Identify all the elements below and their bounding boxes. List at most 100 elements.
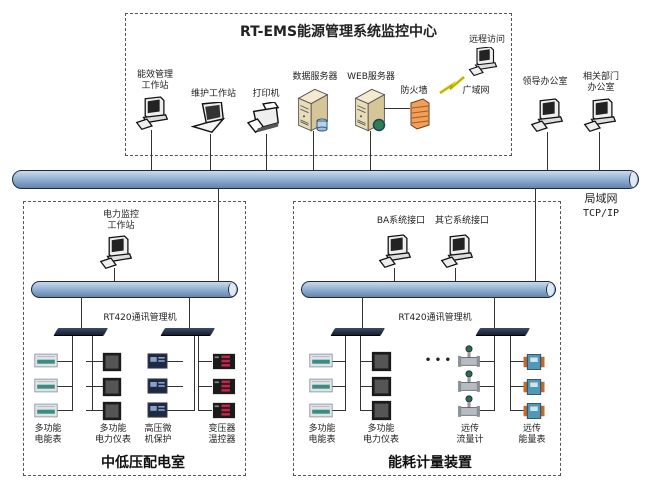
power-instrument-icon [102,377,122,397]
label-transformer-temp-controller: 变压器 温控器 [208,424,236,445]
comm-manager-switch-icon[interactable] [160,328,216,335]
trunk-line [510,336,512,411]
trunk-line [194,336,196,411]
comm-manager-switch-icon[interactable] [53,328,109,335]
label-wan: 广域网 [462,86,490,96]
database-server-icon[interactable] [295,87,331,133]
branch-line [86,410,103,412]
transformer-temp-controller-icon [211,402,237,419]
label-sub-energy-meter: 多功能 电能表 [34,424,62,445]
branch-line [330,361,346,363]
substation-zone [23,201,246,476]
heat-meter-icon [523,378,545,396]
link-ba-interface [394,268,396,282]
flow-meter-icon [458,345,480,370]
label-ba-interface: BA系统接口 [376,216,426,226]
branch-line [167,361,183,363]
link-printer [266,134,268,172]
label-printer: 打印机 [252,89,280,99]
leadership-office-computer-icon[interactable] [530,98,564,134]
more-devices-ellipsis: • • • [424,355,452,366]
label-remote-access: 远程访问 [468,35,505,45]
branch-line [478,361,495,363]
remote-computer-icon[interactable] [468,47,498,77]
web-firewall-link [384,108,410,110]
metering-bus [301,281,556,298]
laptop-icon[interactable] [191,102,229,136]
branch-line [198,386,212,388]
branch-line [510,386,524,388]
ba-interface-computer-icon[interactable] [378,234,412,270]
branch-line [360,361,372,363]
label-meter-energy-meter: 多功能 电能表 [308,424,336,445]
label-heat-meter: 远传 能量表 [518,424,546,445]
power-monitoring-computer-icon[interactable] [99,235,133,271]
link-leadership-office [547,132,549,172]
link-sub-switch-2 [189,297,191,328]
branch-line [360,386,372,388]
link-other-interface [455,268,457,282]
lan-label: 局域网 [584,192,618,205]
link-data-server [313,131,315,172]
link-meter-switch-1 [362,297,364,328]
power-instrument-icon [102,352,122,372]
branch-line [167,410,195,412]
branch-line [57,386,73,388]
flow-meter-icon [458,395,480,420]
comm-manager-switch-icon[interactable] [475,328,531,335]
firewall-icon[interactable] [409,98,431,130]
label-sub-comm-manager: RT420通讯管理机 [103,313,177,323]
lan-protocol-label: TCP/IP [582,208,620,219]
branch-line [167,386,183,388]
branch-line [198,361,212,363]
substation-title: 中低压配电室 [101,455,185,471]
branch-line [330,410,346,412]
branch-line [57,361,73,363]
printer-icon[interactable] [246,102,284,136]
link-maintenance-workstation [210,134,212,172]
label-power-monitoring-workstation: 电力监控 工作站 [102,210,139,231]
energy-meter-icon [309,402,333,419]
label-meter-comm-manager: RT420通讯管理机 [398,313,472,323]
label-meter-power-instrument: 多功能 电力仪表 [362,424,399,445]
department-office-computer-icon[interactable] [583,98,617,134]
other-interface-computer-icon[interactable] [440,234,474,270]
hv-protection-icon [147,353,168,369]
branch-line [198,410,212,412]
web-server-icon[interactable] [352,87,388,133]
label-department-office: 相关部门 办公室 [582,72,619,93]
branch-line [86,361,103,363]
label-flow-meter: 远传 流量计 [456,424,484,445]
energy-meter-icon [309,377,333,394]
desktop-computer-icon[interactable] [135,96,169,132]
label-data-server: 数据服务器 [292,72,338,82]
branch-line [478,386,495,388]
energy-meter-icon [34,377,58,394]
transformer-temp-controller-icon [211,378,237,395]
branch-line [57,410,73,412]
metering-zone [293,201,561,476]
trunk-line [72,336,74,411]
label-hv-protection: 高压微 机保护 [144,424,172,445]
substation-bus [31,281,238,298]
metering-title: 能耗计量装置 [388,455,472,471]
trunk-line [92,336,94,411]
link-power-workstation [114,268,116,282]
label-efficiency-workstation: 能效管理 工作站 [136,70,173,91]
power-instrument-icon [371,351,392,372]
transformer-temp-controller-icon [211,353,237,370]
hv-protection-icon [147,378,168,394]
energy-meter-icon [309,352,333,369]
link-meter-switch-2 [494,297,496,328]
link-web-server [370,131,372,172]
flow-meter-icon [458,370,480,395]
branch-line [510,361,524,363]
power-instrument-icon [371,400,392,421]
branch-line [86,386,103,388]
link-efficiency-workstation [151,130,153,172]
comm-manager-switch-icon[interactable] [330,328,386,335]
branch-line [360,410,372,412]
trunk-line [494,336,496,411]
trunk-line [345,336,347,411]
monitoring-center-zone [125,13,512,156]
